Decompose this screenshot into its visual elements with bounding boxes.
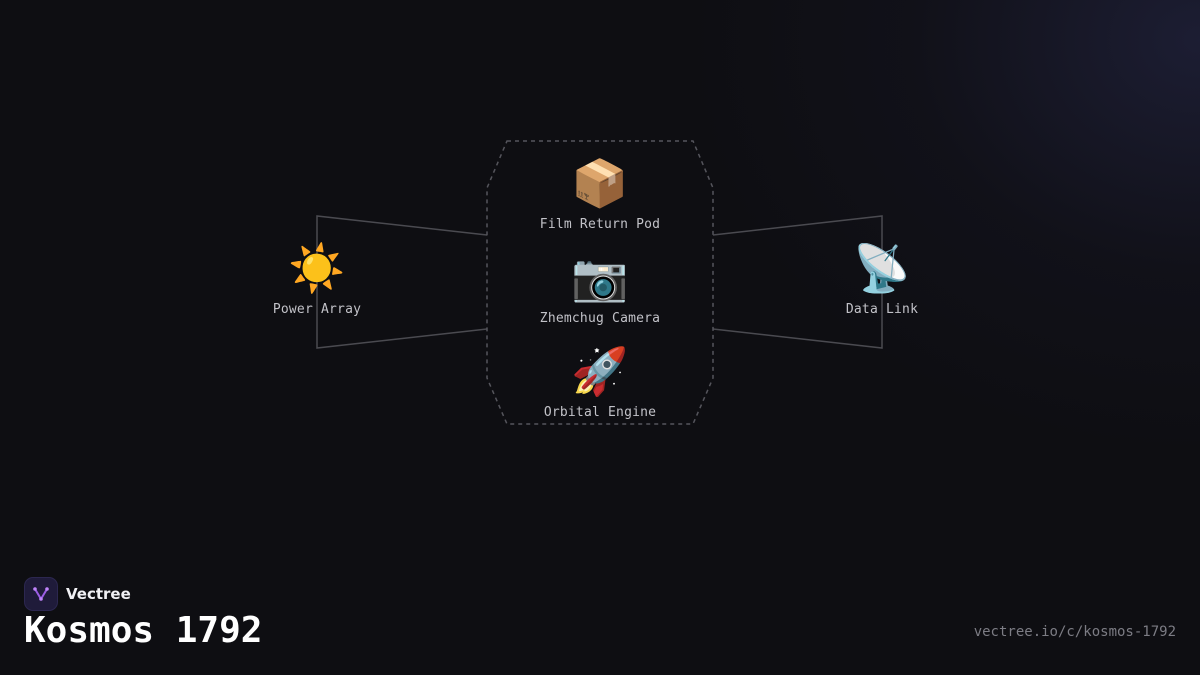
node-label: Zhemchug Camera xyxy=(539,311,661,326)
right-connector xyxy=(712,215,883,349)
camera-icon: 📷 xyxy=(571,250,629,304)
brand[interactable]: Vectree xyxy=(24,577,131,611)
satellite-dish-icon: 📡 xyxy=(853,241,911,295)
source-url[interactable]: vectree.io/c/kosmos-1792 xyxy=(973,624,1176,640)
center-group-outline xyxy=(486,140,714,425)
page-title: Kosmos 1792 xyxy=(24,610,263,651)
package-icon: 📦 xyxy=(571,156,629,210)
node-label: Orbital Engine xyxy=(543,405,657,420)
node-power-array[interactable]: ☀️ Power Array xyxy=(217,240,417,317)
brand-name: Vectree xyxy=(66,585,131,603)
node-zhemchug-camera[interactable]: 📷 Zhemchug Camera xyxy=(500,249,700,326)
node-data-link[interactable]: 📡 Data Link xyxy=(782,240,982,317)
rocket-icon: 🚀 xyxy=(571,344,629,398)
vectree-logo-icon xyxy=(24,577,58,611)
node-label: Power Array xyxy=(272,302,362,317)
left-connector xyxy=(316,215,488,349)
sun-icon: ☀️ xyxy=(288,241,346,295)
node-label: Data Link xyxy=(845,302,919,317)
node-orbital-engine[interactable]: 🚀 Orbital Engine xyxy=(500,343,700,420)
node-film-return-pod[interactable]: 📦 Film Return Pod xyxy=(500,155,700,232)
node-label: Film Return Pod xyxy=(539,217,661,232)
